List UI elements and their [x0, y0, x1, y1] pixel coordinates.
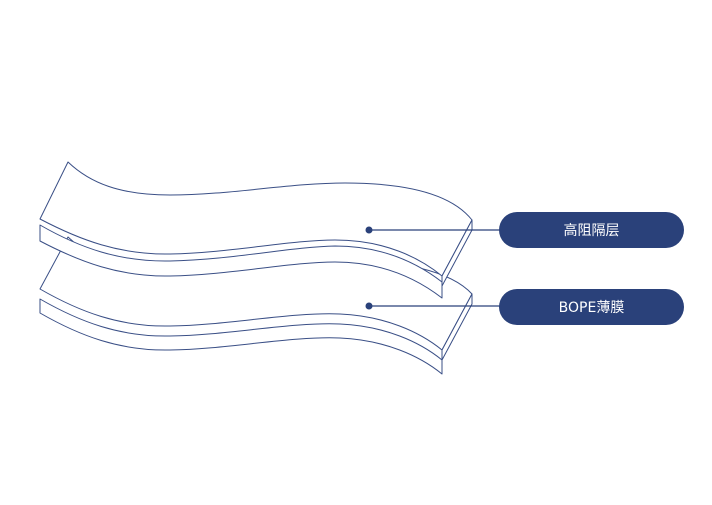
label-badge-bope-film: BOPE薄膜	[499, 289, 684, 325]
bope-film-layer	[39, 236, 473, 375]
label-text-bope-film: BOPE薄膜	[558, 300, 625, 316]
high-barrier-right-edge	[441, 219, 473, 287]
high-barrier-layer	[39, 161, 473, 299]
anchor-dot-high-barrier	[365, 226, 373, 234]
high-barrier-front-edge	[39, 224, 443, 299]
label-badge-high-barrier: 高阻隔层	[499, 212, 684, 248]
bope-film-front-edge	[39, 298, 443, 375]
bope-film-right-edge	[441, 293, 473, 361]
label-text-high-barrier: 高阻隔层	[563, 223, 620, 239]
anchor-dot-bope-film	[365, 302, 373, 310]
